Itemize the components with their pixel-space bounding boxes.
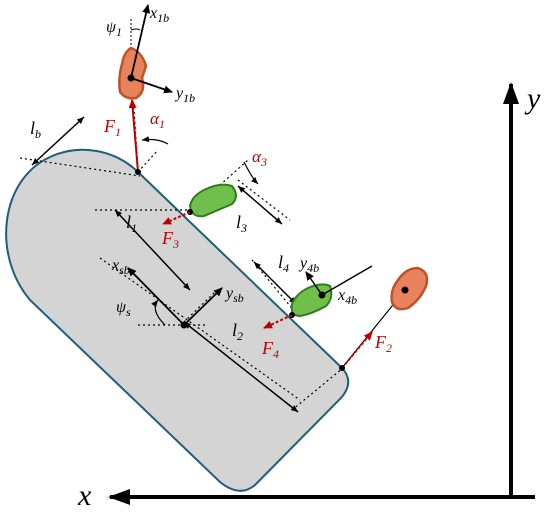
- psi-s-label: ψs: [116, 299, 131, 319]
- y1b-axis: [130, 77, 173, 94]
- orange-thruster-icon: [390, 266, 429, 311]
- global-y-label: y: [524, 82, 541, 115]
- l1-label: l1: [126, 212, 137, 235]
- global-axes: y x: [77, 82, 541, 512]
- f4-arrow: [263, 314, 293, 329]
- dim-l4: [253, 261, 297, 305]
- thruster-2: F2: [339, 266, 429, 371]
- bow-line: [137, 149, 159, 173]
- f4-label: F4: [261, 338, 279, 361]
- x4b-label: x4b: [337, 287, 357, 307]
- xsb-axis: [127, 267, 185, 326]
- lb-label: lb: [30, 118, 41, 141]
- y4b-axis: [305, 271, 323, 296]
- f2-arrow: [341, 331, 373, 369]
- x1b-label: x1b: [149, 5, 169, 25]
- green-thruster-icon: [290, 283, 333, 318]
- dim-l1: [114, 209, 191, 291]
- stern-line: [291, 367, 344, 411]
- global-x-label: x: [77, 479, 92, 512]
- thruster3-perp-dotted: [237, 179, 291, 221]
- l4-label: l4: [278, 252, 289, 275]
- f1-origin: [135, 169, 141, 175]
- thruster-3: F3 α3: [161, 147, 267, 251]
- f1-label: F1: [103, 116, 121, 139]
- alpha1-arc: [141, 136, 169, 145]
- l3-label: l3: [236, 212, 247, 235]
- body-frame: xsb ysb ψs: [111, 257, 244, 329]
- thruster-1: ψ1 x1b y1b F1 α1: [103, 4, 195, 175]
- hull-shape: [5, 148, 350, 492]
- green-thruster-icon: [188, 183, 237, 218]
- alpha3-label: α3: [252, 147, 267, 169]
- xsb-label: xsb: [111, 257, 130, 277]
- thruster2-center: [401, 286, 409, 294]
- alpha1-label: α1: [150, 109, 165, 131]
- x4b-axis: [321, 265, 373, 296]
- f3-label: F3: [161, 228, 179, 251]
- psi1-arc: [130, 28, 141, 31]
- y1b-label: y1b: [174, 85, 195, 105]
- f2-label: F2: [374, 332, 392, 355]
- dimension-labels: lb l1 l2 l3 l4: [30, 118, 289, 343]
- dimension-lines: [31, 116, 299, 413]
- psi-s-arc: [151, 299, 166, 326]
- y4b-label: y4b: [298, 255, 319, 275]
- dim-l3: [237, 185, 283, 225]
- thruster-4: y4b x4b F4: [261, 255, 373, 361]
- l2-label: l2: [232, 320, 243, 343]
- alpha3-arc: [243, 161, 259, 185]
- body-origin: [180, 321, 188, 329]
- ysb-label: ysb: [224, 285, 244, 305]
- f2-origin: [339, 365, 345, 371]
- ysb-dotted: [183, 291, 216, 323]
- vessel-hull: [5, 148, 350, 492]
- x1b-axis: [130, 4, 151, 79]
- dim-lb: [31, 116, 85, 166]
- psi1-label: ψ1: [106, 19, 122, 39]
- dim-l2: [183, 321, 299, 413]
- f1-arrow: [128, 99, 139, 173]
- ysb-axis: [183, 287, 223, 326]
